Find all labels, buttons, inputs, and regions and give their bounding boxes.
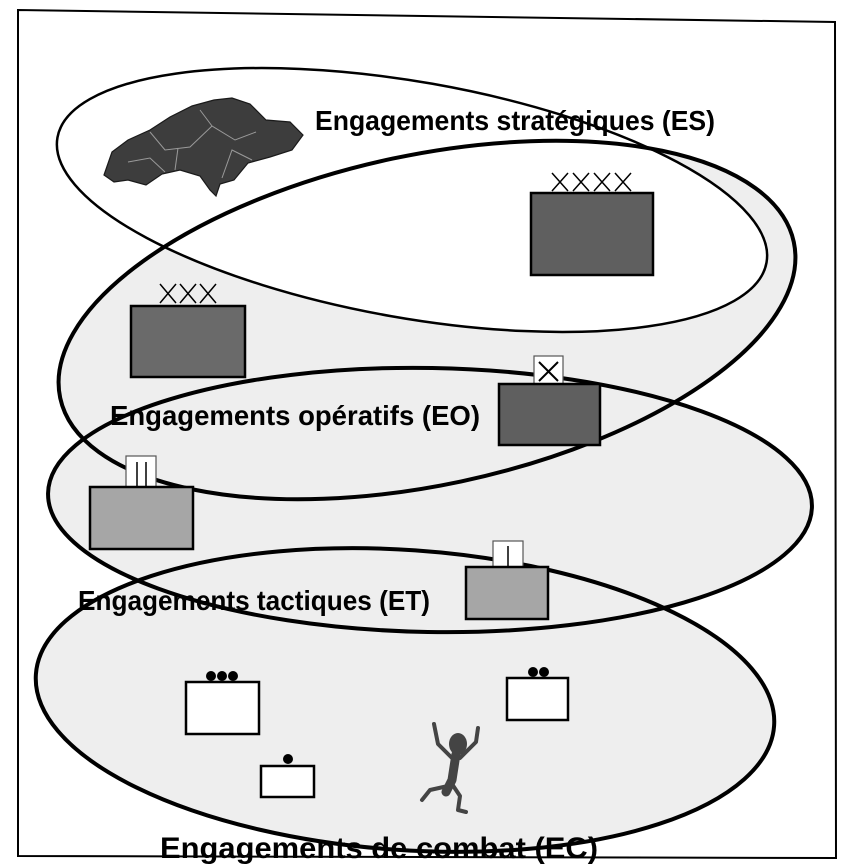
tactical-unit-left: [88, 455, 195, 551]
operational-unit-left: [129, 283, 247, 379]
combat-unit-two-dots: [505, 667, 570, 722]
label-strategic: Engagements stratégiques (ES): [315, 105, 715, 136]
label-tactical: Engagements tactiques (ET): [78, 585, 430, 616]
combat-ellipse: [33, 546, 777, 854]
tactical-ellipse: [46, 365, 814, 635]
label-operational: Engagements opératifs (EO): [110, 400, 480, 431]
operational-unit-xxx-symbol: [159, 283, 217, 304]
operational-unit-right: [497, 355, 602, 447]
tactical-unit-ii-symbol: [136, 462, 147, 486]
operational-unit-x-symbol: [538, 361, 559, 382]
combat-unit-three-dots: [184, 671, 261, 736]
switzerland-map: [103, 97, 304, 198]
strategic-unit: [529, 172, 655, 277]
label-combat: Engagements de combat (EC): [160, 832, 598, 865]
operational-ellipse: [56, 138, 798, 502]
strategic-unit-xxx-symbol: [551, 172, 632, 192]
soldier-figure: [420, 722, 480, 814]
tactical-unit-right: [464, 540, 550, 621]
combat-unit-one-dot: [259, 754, 316, 799]
strategic-ellipse: [55, 66, 769, 334]
